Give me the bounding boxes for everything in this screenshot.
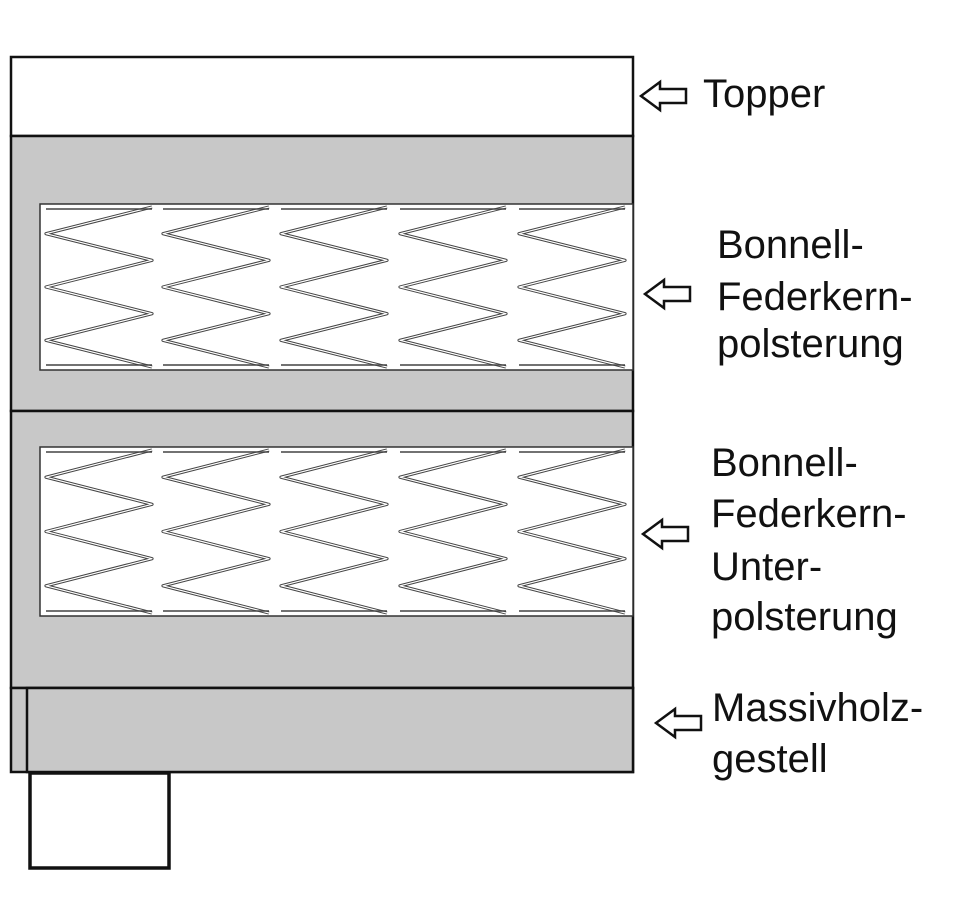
spring-coil xyxy=(162,206,270,368)
label-lower-spring-line-2: Federkern- xyxy=(711,492,907,536)
spring-coil xyxy=(518,206,626,368)
topper-layer xyxy=(9,55,635,138)
label-lower-spring-line-3: Unter- xyxy=(711,545,822,589)
label-lower-spring-line-4: polsterung xyxy=(711,595,898,639)
upper-spring-core xyxy=(39,203,634,371)
spring-coil xyxy=(162,449,270,614)
label-upper-spring-line-2: Federkern- xyxy=(717,275,913,319)
label-upper-spring-line-3: polsterung xyxy=(717,322,904,366)
label-lower-spring-line-1: Bonnell- xyxy=(711,441,858,485)
upper-spring-coils xyxy=(44,205,627,369)
arrow-left-icon xyxy=(653,706,703,740)
spring-coil xyxy=(399,206,507,368)
lower-spring-coils xyxy=(44,448,627,615)
spring-coil xyxy=(399,449,507,614)
spring-coil xyxy=(280,206,388,368)
spring-coil xyxy=(45,206,153,368)
bed-foot xyxy=(28,771,171,870)
arrow-left-icon xyxy=(642,277,692,311)
spring-coil xyxy=(45,449,153,614)
lower-spring-core xyxy=(39,446,634,617)
label-upper-spring-line-1: Bonnell- xyxy=(717,223,864,267)
spring-coil xyxy=(280,449,388,614)
arrow-left-icon xyxy=(638,79,688,113)
label-topper-line-1: Topper xyxy=(703,72,825,116)
label-frame-line-1: Massivholz- xyxy=(712,686,923,730)
wood-frame-inner xyxy=(25,686,635,774)
spring-coil xyxy=(518,449,626,614)
label-frame-line-2: gestell xyxy=(712,737,828,781)
arrow-left-icon xyxy=(640,517,690,551)
